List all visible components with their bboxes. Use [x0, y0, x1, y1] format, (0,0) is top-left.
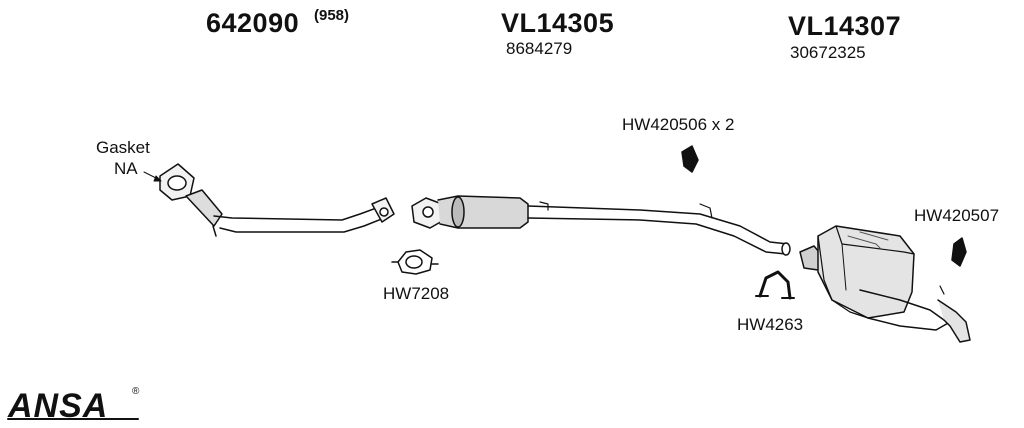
hw420506-rubber-mount — [681, 145, 699, 173]
part-ref-rear-silencer: 30672325 — [790, 43, 866, 62]
center-silencer-vl14305 — [411, 195, 791, 256]
part-note-front-pipe: (958) — [314, 7, 350, 24]
gasket-na-label: NA — [114, 159, 138, 178]
part-code-center-silencer: VL14305 — [501, 8, 615, 38]
hw420506-label: HW420506 x 2 — [622, 115, 735, 134]
ansa-logo: ANSA — [8, 387, 109, 425]
rear-silencer-vl14307 — [799, 225, 971, 343]
gasket-label: Gasket — [96, 138, 150, 157]
hw7208-gasket — [391, 249, 439, 275]
hw4263-clamp — [755, 270, 795, 300]
hw7208-label: HW7208 — [383, 284, 450, 303]
part-code-front-pipe: 642090 — [206, 8, 300, 38]
registered-mark: ® — [132, 386, 140, 397]
part-ref-center-silencer: 8684279 — [506, 39, 573, 58]
part-code-rear-silencer: VL14307 — [788, 11, 902, 41]
front-pipe-642090 — [159, 163, 395, 237]
hw4263-label: HW4263 — [737, 315, 804, 334]
hw420507-rubber-mount — [951, 237, 967, 267]
hw420507-label: HW420507 — [914, 206, 1000, 225]
